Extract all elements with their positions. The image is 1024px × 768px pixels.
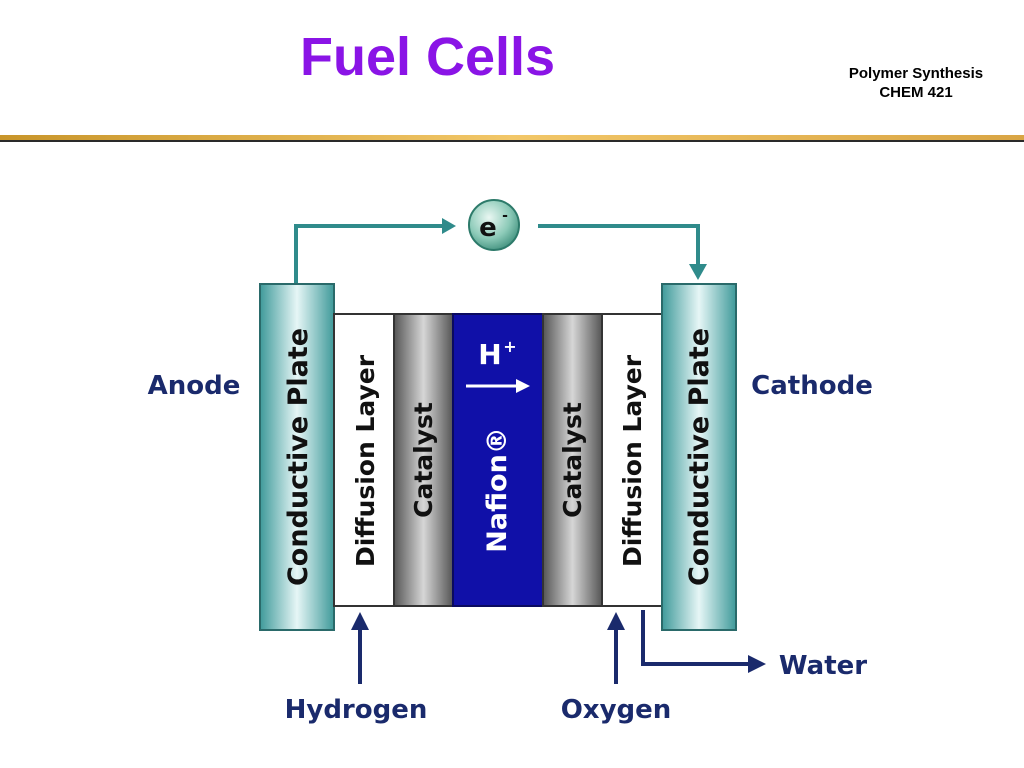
left-diffusion-layer: Diffusion Layer: [333, 313, 395, 607]
oxygen-inlet-arrow: [607, 612, 625, 684]
svg-text:Conductive Plate: Conductive Plate: [684, 328, 715, 586]
svg-text:+: +: [503, 337, 516, 356]
right-diffusion-layer: Diffusion Layer: [601, 313, 663, 607]
course-code: CHEM 421: [879, 84, 953, 101]
left-conductive-plate: Conductive Plate: [259, 283, 335, 631]
right-catalyst: Catalyst: [542, 313, 603, 607]
svg-text:Diffusion Layer: Diffusion Layer: [618, 354, 647, 567]
svg-text:Conductive Plate: Conductive Plate: [283, 328, 314, 586]
water-outlet-arrow: [641, 610, 766, 673]
left-catalyst: Catalyst: [393, 313, 454, 607]
right-conductive-plate: Conductive Plate: [661, 283, 737, 631]
anode-label: Anode: [148, 371, 241, 401]
title-divider: [0, 135, 1024, 142]
svg-text:e: e: [479, 213, 497, 243]
svg-text:Catalyst: Catalyst: [558, 402, 587, 518]
svg-text:H: H: [478, 338, 501, 371]
cathode-label: Cathode: [751, 371, 873, 401]
water-label: Water: [779, 651, 867, 681]
svg-text:Nafion®: Nafion®: [482, 427, 513, 553]
oxygen-label: Oxygen: [561, 695, 672, 725]
course-name: Polymer Synthesis: [848, 65, 984, 82]
hydrogen-label: Hydrogen: [285, 695, 428, 725]
electron-circuit: [294, 218, 707, 283]
electron-icon: e -: [468, 199, 520, 251]
nafion-membrane: H + Nafion®: [452, 313, 544, 607]
svg-text:Catalyst: Catalyst: [409, 402, 438, 518]
svg-text:-: -: [502, 208, 508, 224]
hydrogen-inlet-arrow: [351, 612, 369, 684]
slide-title: Fuel Cells: [300, 27, 556, 87]
course-label: Polymer Synthesis CHEM 421: [816, 64, 1016, 102]
svg-text:Diffusion Layer: Diffusion Layer: [351, 354, 380, 567]
